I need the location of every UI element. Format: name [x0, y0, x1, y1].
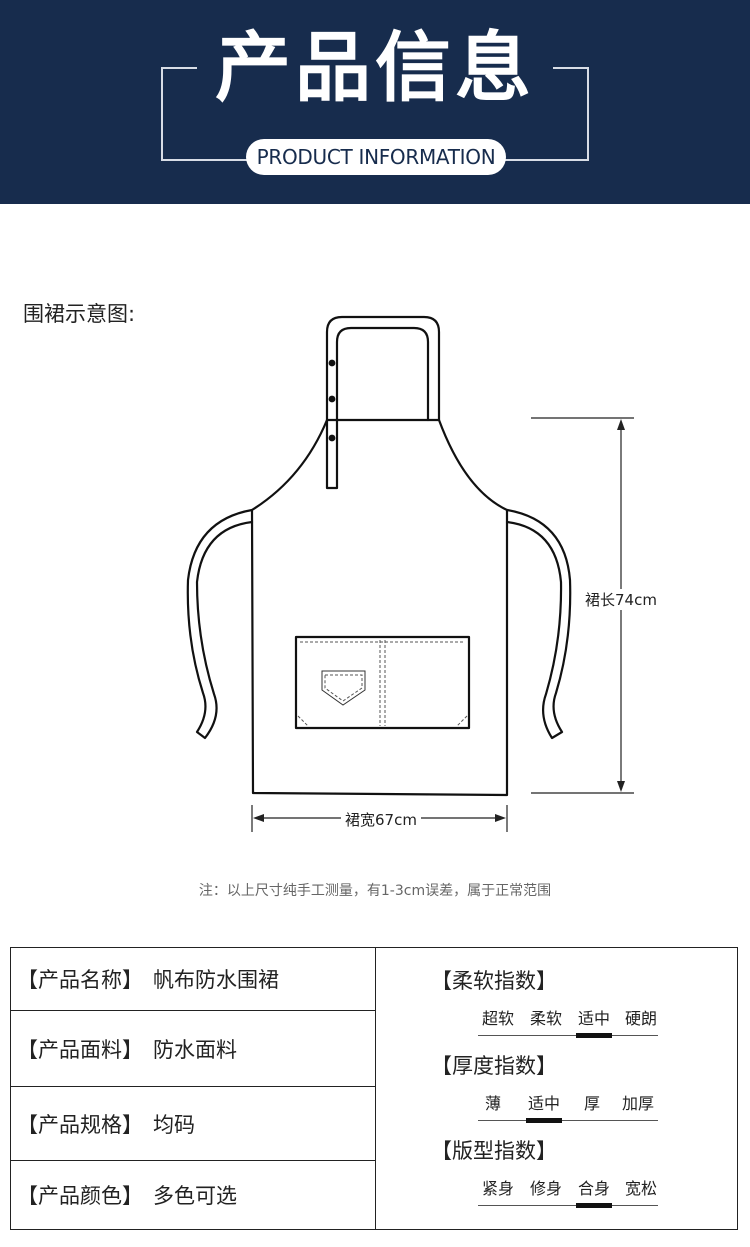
fit-scale: 紧身 修身 合身 宽松 [478, 1175, 658, 1208]
spec-row-color: 【产品颜色】 多色可选 [11, 1161, 375, 1229]
spec-row-fabric: 【产品面料】 防水面料 [11, 1011, 375, 1087]
small-pocket-stitch [324, 674, 363, 702]
spec-row-name: 【产品名称】 帆布防水围裙 [11, 948, 375, 1011]
width-arrow-left [253, 814, 264, 822]
spec-key: 【产品规格】 [17, 1112, 143, 1137]
apron-diagram [186, 315, 634, 832]
fit-index-title: 【版型指数】 [431, 1139, 557, 1163]
diagram-title: 围裙示意图: [23, 302, 136, 326]
spec-table: 【产品名称】 帆布防水围裙 【产品面料】 防水面料 【产品规格】 均码 【产品颜… [10, 947, 738, 1230]
frame-line-left-top [161, 67, 197, 69]
page-title: 产品信息 [215, 23, 535, 112]
scale-option: 薄 [484, 1094, 501, 1113]
table-divider [375, 948, 376, 1229]
scale-option: 宽松 [624, 1179, 657, 1198]
strap-tail [325, 418, 339, 490]
small-pocket [321, 670, 366, 706]
thickness-scale: 薄 适中 厚 加厚 [478, 1090, 658, 1123]
scale-option: 厚 [583, 1094, 600, 1113]
spec-key: 【产品面料】 [17, 1037, 143, 1062]
left-waist-tie [186, 508, 254, 740]
front-pocket [294, 635, 471, 730]
strap-button-2 [328, 395, 336, 403]
scale-option: 合身 [577, 1179, 610, 1198]
strap-button-3 [328, 434, 336, 442]
scale-option: 紧身 [481, 1179, 514, 1198]
softness-index-title: 【柔软指数】 [431, 969, 557, 993]
length-arrow-top [617, 419, 625, 430]
scale-option: 适中 [527, 1094, 560, 1113]
spec-value: 帆布防水围裙 [153, 968, 279, 992]
scale-option: 超软 [481, 1009, 514, 1028]
spec-row-size: 【产品规格】 均码 [11, 1087, 375, 1161]
frame-line-left-bottom [161, 159, 247, 161]
right-waist-tie [505, 508, 572, 740]
selected-mark [576, 1203, 612, 1208]
strap-button-1 [328, 359, 336, 367]
length-arrow-bottom [617, 781, 625, 792]
width-label: 裙宽67cm [341, 809, 421, 830]
scale-option: 修身 [529, 1179, 562, 1198]
frame-line-right-top [553, 67, 589, 69]
spec-key: 【产品名称】 [17, 968, 143, 992]
selected-mark [526, 1118, 562, 1123]
pocket-corner-right [456, 715, 468, 727]
softness-scale: 超软 柔软 适中 硬朗 [478, 1005, 658, 1038]
scale-option: 柔软 [529, 1009, 562, 1028]
scale-option: 加厚 [621, 1094, 654, 1113]
header-banner: 产品信息 PRODUCT INFORMATION [0, 0, 750, 204]
spec-value: 多色可选 [153, 1184, 237, 1208]
measurement-note: 注：以上尺寸纯手工测量，有1-3cm误差，属于正常范围 [198, 883, 552, 899]
scale-option: 适中 [577, 1009, 610, 1028]
selected-mark [576, 1033, 612, 1038]
apron-body [250, 418, 509, 797]
spec-value: 防水面料 [153, 1037, 237, 1062]
width-arrow-right [495, 814, 506, 822]
neck-strap-outer [325, 315, 441, 422]
pocket-corner-left [297, 715, 309, 727]
neck-strap-inner [335, 326, 430, 422]
thickness-index-title: 【厚度指数】 [431, 1054, 557, 1078]
length-label: 裙长74cm [581, 589, 661, 610]
spec-key: 【产品颜色】 [17, 1184, 143, 1208]
spec-value: 均码 [153, 1112, 195, 1137]
frame-line-right-bottom [505, 159, 589, 161]
page-subtitle: PRODUCT INFORMATION [246, 139, 506, 175]
frame-line-right-side [587, 67, 589, 161]
frame-line-left-side [161, 67, 163, 161]
scale-option: 硬朗 [624, 1009, 657, 1028]
